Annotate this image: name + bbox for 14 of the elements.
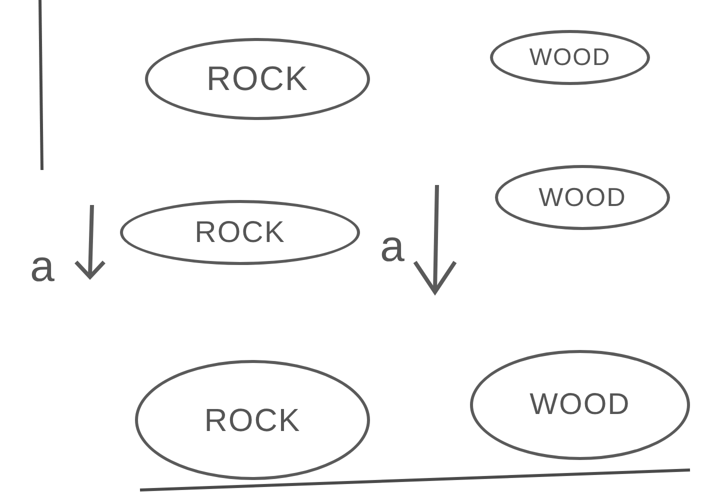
object-label: WOOD — [538, 182, 626, 213]
ellipse — [490, 30, 650, 85]
ellipse — [495, 165, 670, 230]
acceleration-label: a — [30, 245, 54, 289]
object-label: ROCK — [206, 60, 309, 98]
object-label: ROCK — [204, 402, 301, 438]
object-label: WOOD — [529, 44, 611, 72]
ellipse — [120, 200, 360, 265]
ellipse — [135, 360, 370, 480]
acceleration-label: a — [380, 225, 404, 269]
object-label: ROCK — [194, 216, 286, 250]
object-label: WOOD — [530, 388, 630, 422]
ellipse — [145, 38, 370, 120]
ellipse — [470, 350, 690, 460]
